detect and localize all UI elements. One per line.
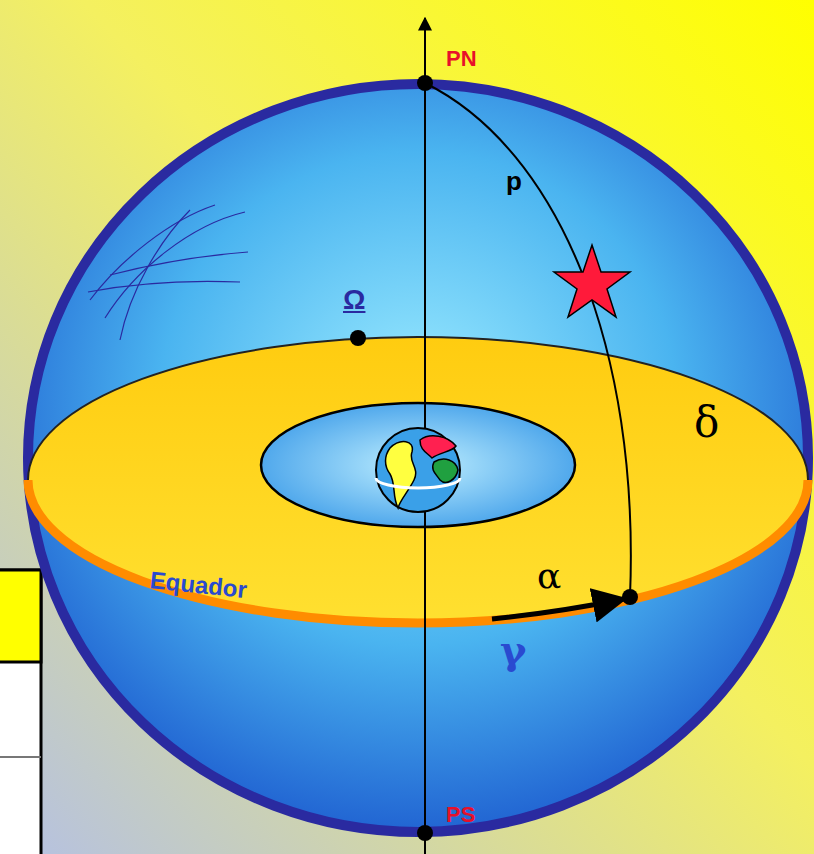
node-label: Ω: [343, 286, 365, 314]
star-symbol: [554, 245, 630, 317]
declination-label: δ: [694, 402, 719, 444]
right-ascension-label: α: [537, 558, 561, 594]
polar-distance-label: p: [506, 168, 522, 194]
earth-globe: [376, 428, 460, 512]
pole-label: PN: [446, 48, 477, 70]
pole-label: PS: [446, 804, 475, 826]
vernal-point-label: γ: [500, 630, 526, 670]
